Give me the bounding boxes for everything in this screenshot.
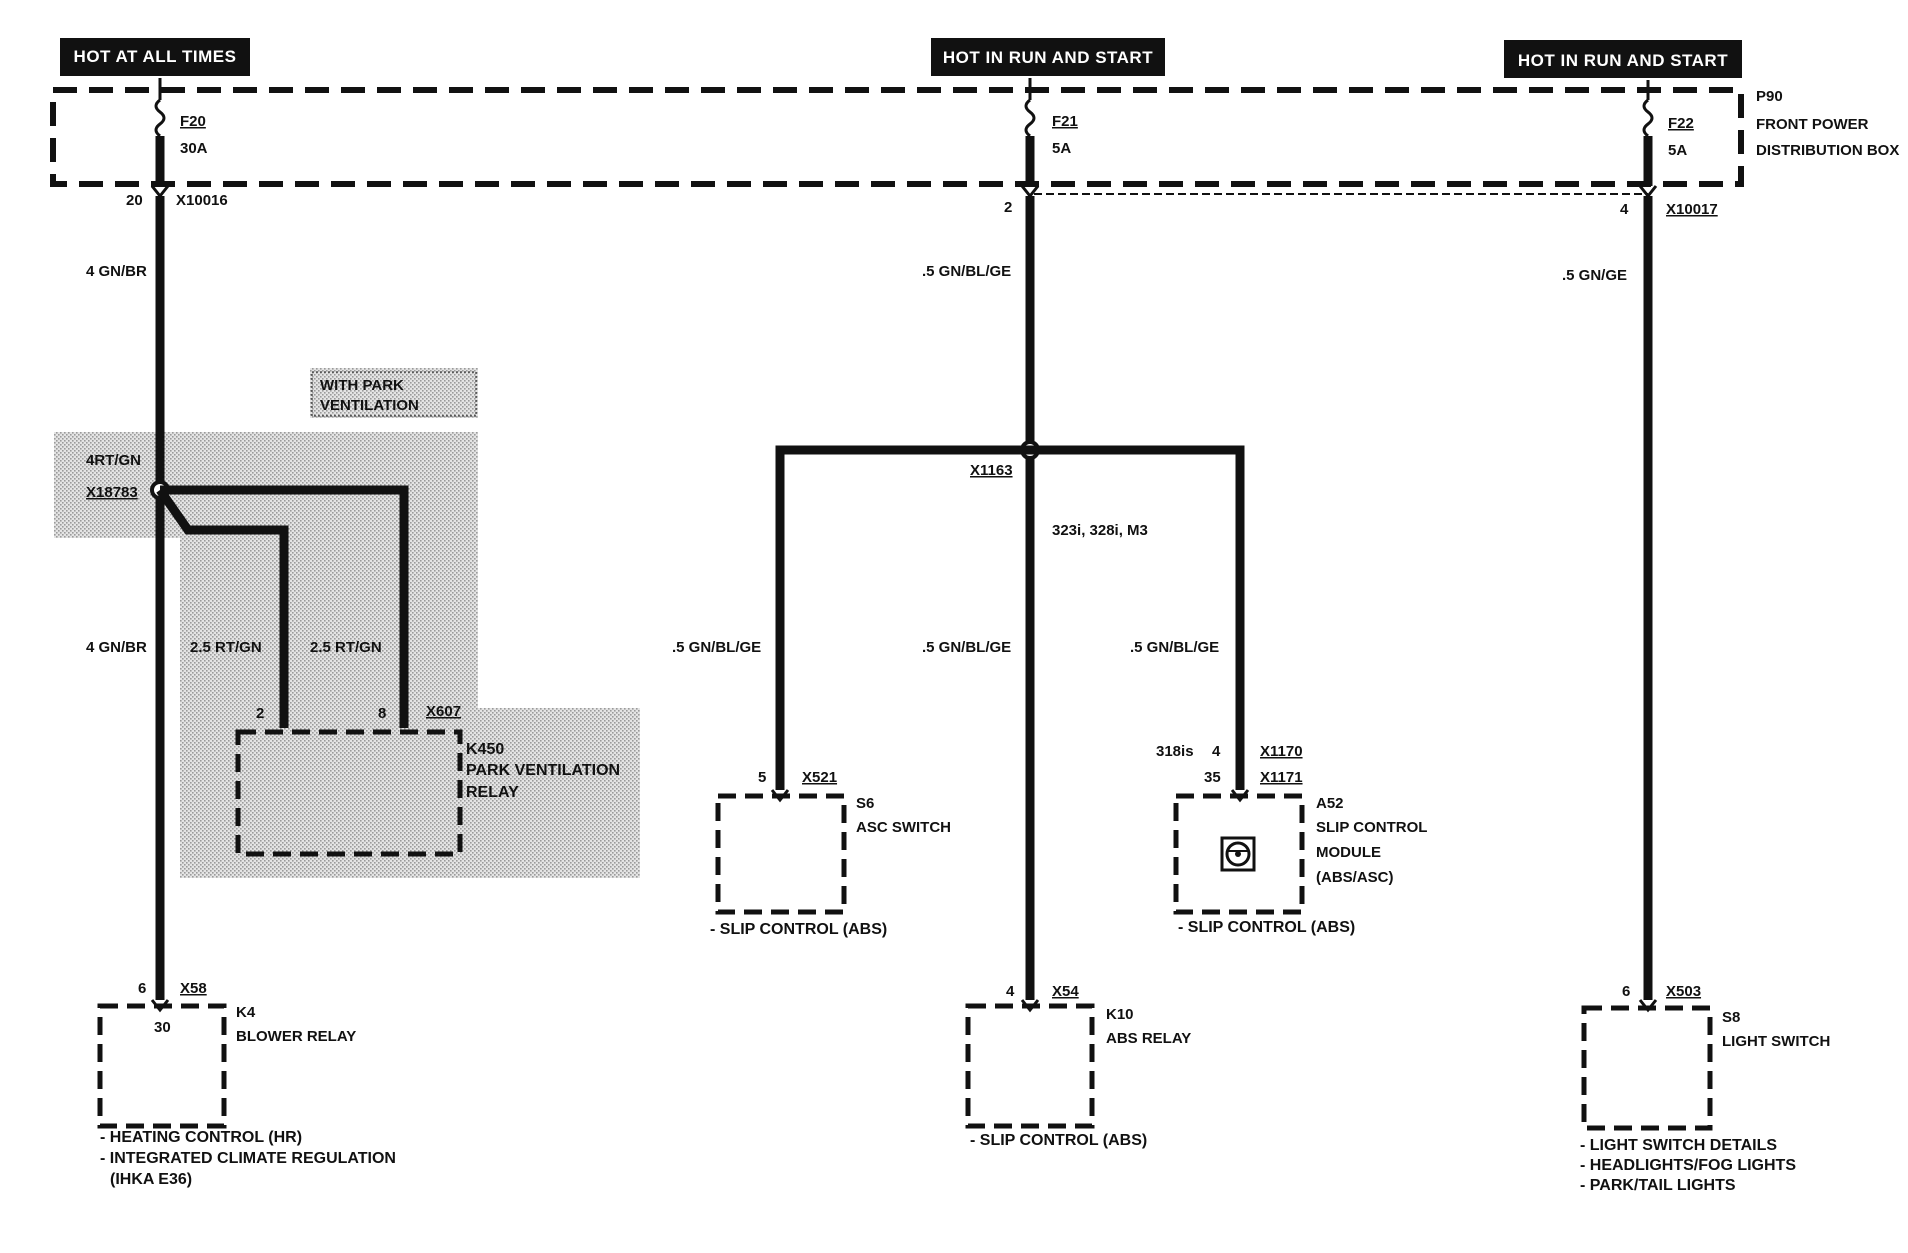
connector-pin: 2 <box>256 705 264 722</box>
park-ventilation-relay <box>235 729 463 857</box>
wire-label: 4RT/GN <box>86 452 141 469</box>
distribution-box <box>50 87 1744 187</box>
component-label-3: (ABS/ASC) <box>1316 869 1394 886</box>
component-label-2: MODULE <box>1316 844 1381 861</box>
component-id: K4 <box>236 1004 256 1021</box>
connector-id: X58 <box>180 980 207 997</box>
relay-id: K450 <box>466 741 504 758</box>
component-name: LIGHT SWITCH <box>1722 1033 1830 1050</box>
park-ventilation-shading <box>54 368 640 878</box>
reference-link: - HEATING CONTROL (HR) <box>100 1129 302 1146</box>
wire-label: 2.5 RT/GN <box>190 639 262 656</box>
option-label-1: WITH PARK <box>320 377 404 394</box>
fuse-rating: 5A <box>1668 142 1687 159</box>
header-hot-at-all-times: HOT AT ALL TIMES <box>60 38 250 76</box>
connector-pin: 2 <box>1004 199 1012 216</box>
header-hot-in-run-start: HOT IN RUN AND START <box>931 38 1165 76</box>
fuse-id: F22 <box>1668 115 1694 132</box>
steering-wheel-icon <box>1220 836 1256 872</box>
fuse-f22: F22 5A <box>1642 80 1694 186</box>
component-label-1: SLIP CONTROL <box>1316 819 1427 836</box>
blower-relay <box>97 1003 227 1129</box>
asc-switch <box>715 793 847 915</box>
header-label: HOT AT ALL TIMES <box>74 47 237 66</box>
reference-link: - SLIP CONTROL (ABS) <box>1178 919 1355 936</box>
option-label-2: VENTILATION <box>320 397 419 414</box>
reference-link: - PARK/TAIL LIGHTS <box>1580 1177 1736 1194</box>
wire-label: 4 GN/BR <box>86 263 147 280</box>
connector-pin: 6 <box>1622 983 1630 1000</box>
reference-link: - SLIP CONTROL (ABS) <box>970 1132 1147 1149</box>
connector-id: X1171 <box>1260 769 1303 786</box>
connector-pin: 20 <box>126 192 143 209</box>
reference-link: - LIGHT SWITCH DETAILS <box>1580 1137 1777 1154</box>
relay-label-1: PARK VENTILATION <box>466 762 620 779</box>
header-label: HOT IN RUN AND START <box>1518 51 1728 70</box>
wire-label: 2.5 RT/GN <box>310 639 382 656</box>
component-name: ASC SWITCH <box>856 819 951 836</box>
splice-id: X18783 <box>86 484 138 501</box>
component-id: A52 <box>1316 795 1344 812</box>
connector-id: X1170 <box>1260 743 1303 760</box>
light-switch <box>1581 1005 1713 1131</box>
reference-link: (IHKA E36) <box>110 1171 192 1188</box>
reference-link: - SLIP CONTROL (ABS) <box>710 921 887 938</box>
connector-id: X10017 <box>1666 201 1718 218</box>
component-id: S8 <box>1722 1009 1740 1026</box>
wire-label: 4 GN/BR <box>86 639 147 656</box>
park-ventilation-branch: WITH PARK VENTILATION 2.5 RT/GN 2.5 RT/G… <box>156 371 620 857</box>
component-name: BLOWER RELAY <box>236 1028 356 1045</box>
connector-id: X10016 <box>176 192 228 209</box>
fuse-f20: F20 30A <box>154 78 208 186</box>
wire-label: .5 GN/BL/GE <box>672 639 761 656</box>
fuse-rating: 30A <box>180 140 208 157</box>
fuse-rating: 5A <box>1052 140 1071 157</box>
slip-control-module <box>1173 793 1305 915</box>
wire-label: .5 GN/BL/GE <box>1130 639 1219 656</box>
header-label: HOT IN RUN AND START <box>943 48 1153 67</box>
connector-id: X521 <box>802 769 837 786</box>
connector-pin: 4 <box>1212 743 1221 760</box>
connector-id: X54 <box>1052 983 1079 1000</box>
abs-relay <box>965 1003 1095 1129</box>
connector-pin: 5 <box>758 769 766 786</box>
reference-link: - HEADLIGHTS/FOG LIGHTS <box>1580 1157 1796 1174</box>
fuse-icon <box>1024 98 1036 138</box>
connector-pin: 8 <box>378 705 386 722</box>
distribution-box-id: P90 <box>1756 88 1783 105</box>
splice-id: X1163 <box>970 462 1013 479</box>
connector-id: X607 <box>426 703 461 720</box>
connector-note: 318is <box>1156 743 1194 760</box>
fuse-id: F20 <box>180 113 206 130</box>
distribution-box-label-1: FRONT POWER <box>1756 116 1869 133</box>
wire-label: .5 GN/BL/GE <box>922 263 1011 280</box>
fuse-f21: F21 5A <box>1024 78 1078 186</box>
wire-note: 323i, 328i, M3 <box>1052 522 1148 539</box>
fuse-icon <box>1642 98 1654 138</box>
relay-terminal: 30 <box>154 1019 171 1036</box>
wire-label: .5 GN/GE <box>1562 267 1627 284</box>
component-id: K10 <box>1106 1006 1134 1023</box>
connector-id: X503 <box>1666 983 1701 1000</box>
connector-pin: 4 <box>1620 201 1629 218</box>
connector-pin: 6 <box>138 980 146 997</box>
header-hot-in-run-start-2: HOT IN RUN AND START <box>1504 40 1742 78</box>
connector-pin: 4 <box>1006 983 1015 1000</box>
distribution-box-label-2: DISTRIBUTION BOX <box>1756 142 1899 159</box>
reference-link: - INTEGRATED CLIMATE REGULATION <box>100 1150 396 1167</box>
component-name: ABS RELAY <box>1106 1030 1191 1047</box>
connector-pin: 35 <box>1204 769 1221 786</box>
relay-label-2: RELAY <box>466 784 519 801</box>
fuse-id: F21 <box>1052 113 1078 130</box>
fuse-icon <box>154 98 166 138</box>
component-id: S6 <box>856 795 874 812</box>
wire-label: .5 GN/BL/GE <box>922 639 1011 656</box>
